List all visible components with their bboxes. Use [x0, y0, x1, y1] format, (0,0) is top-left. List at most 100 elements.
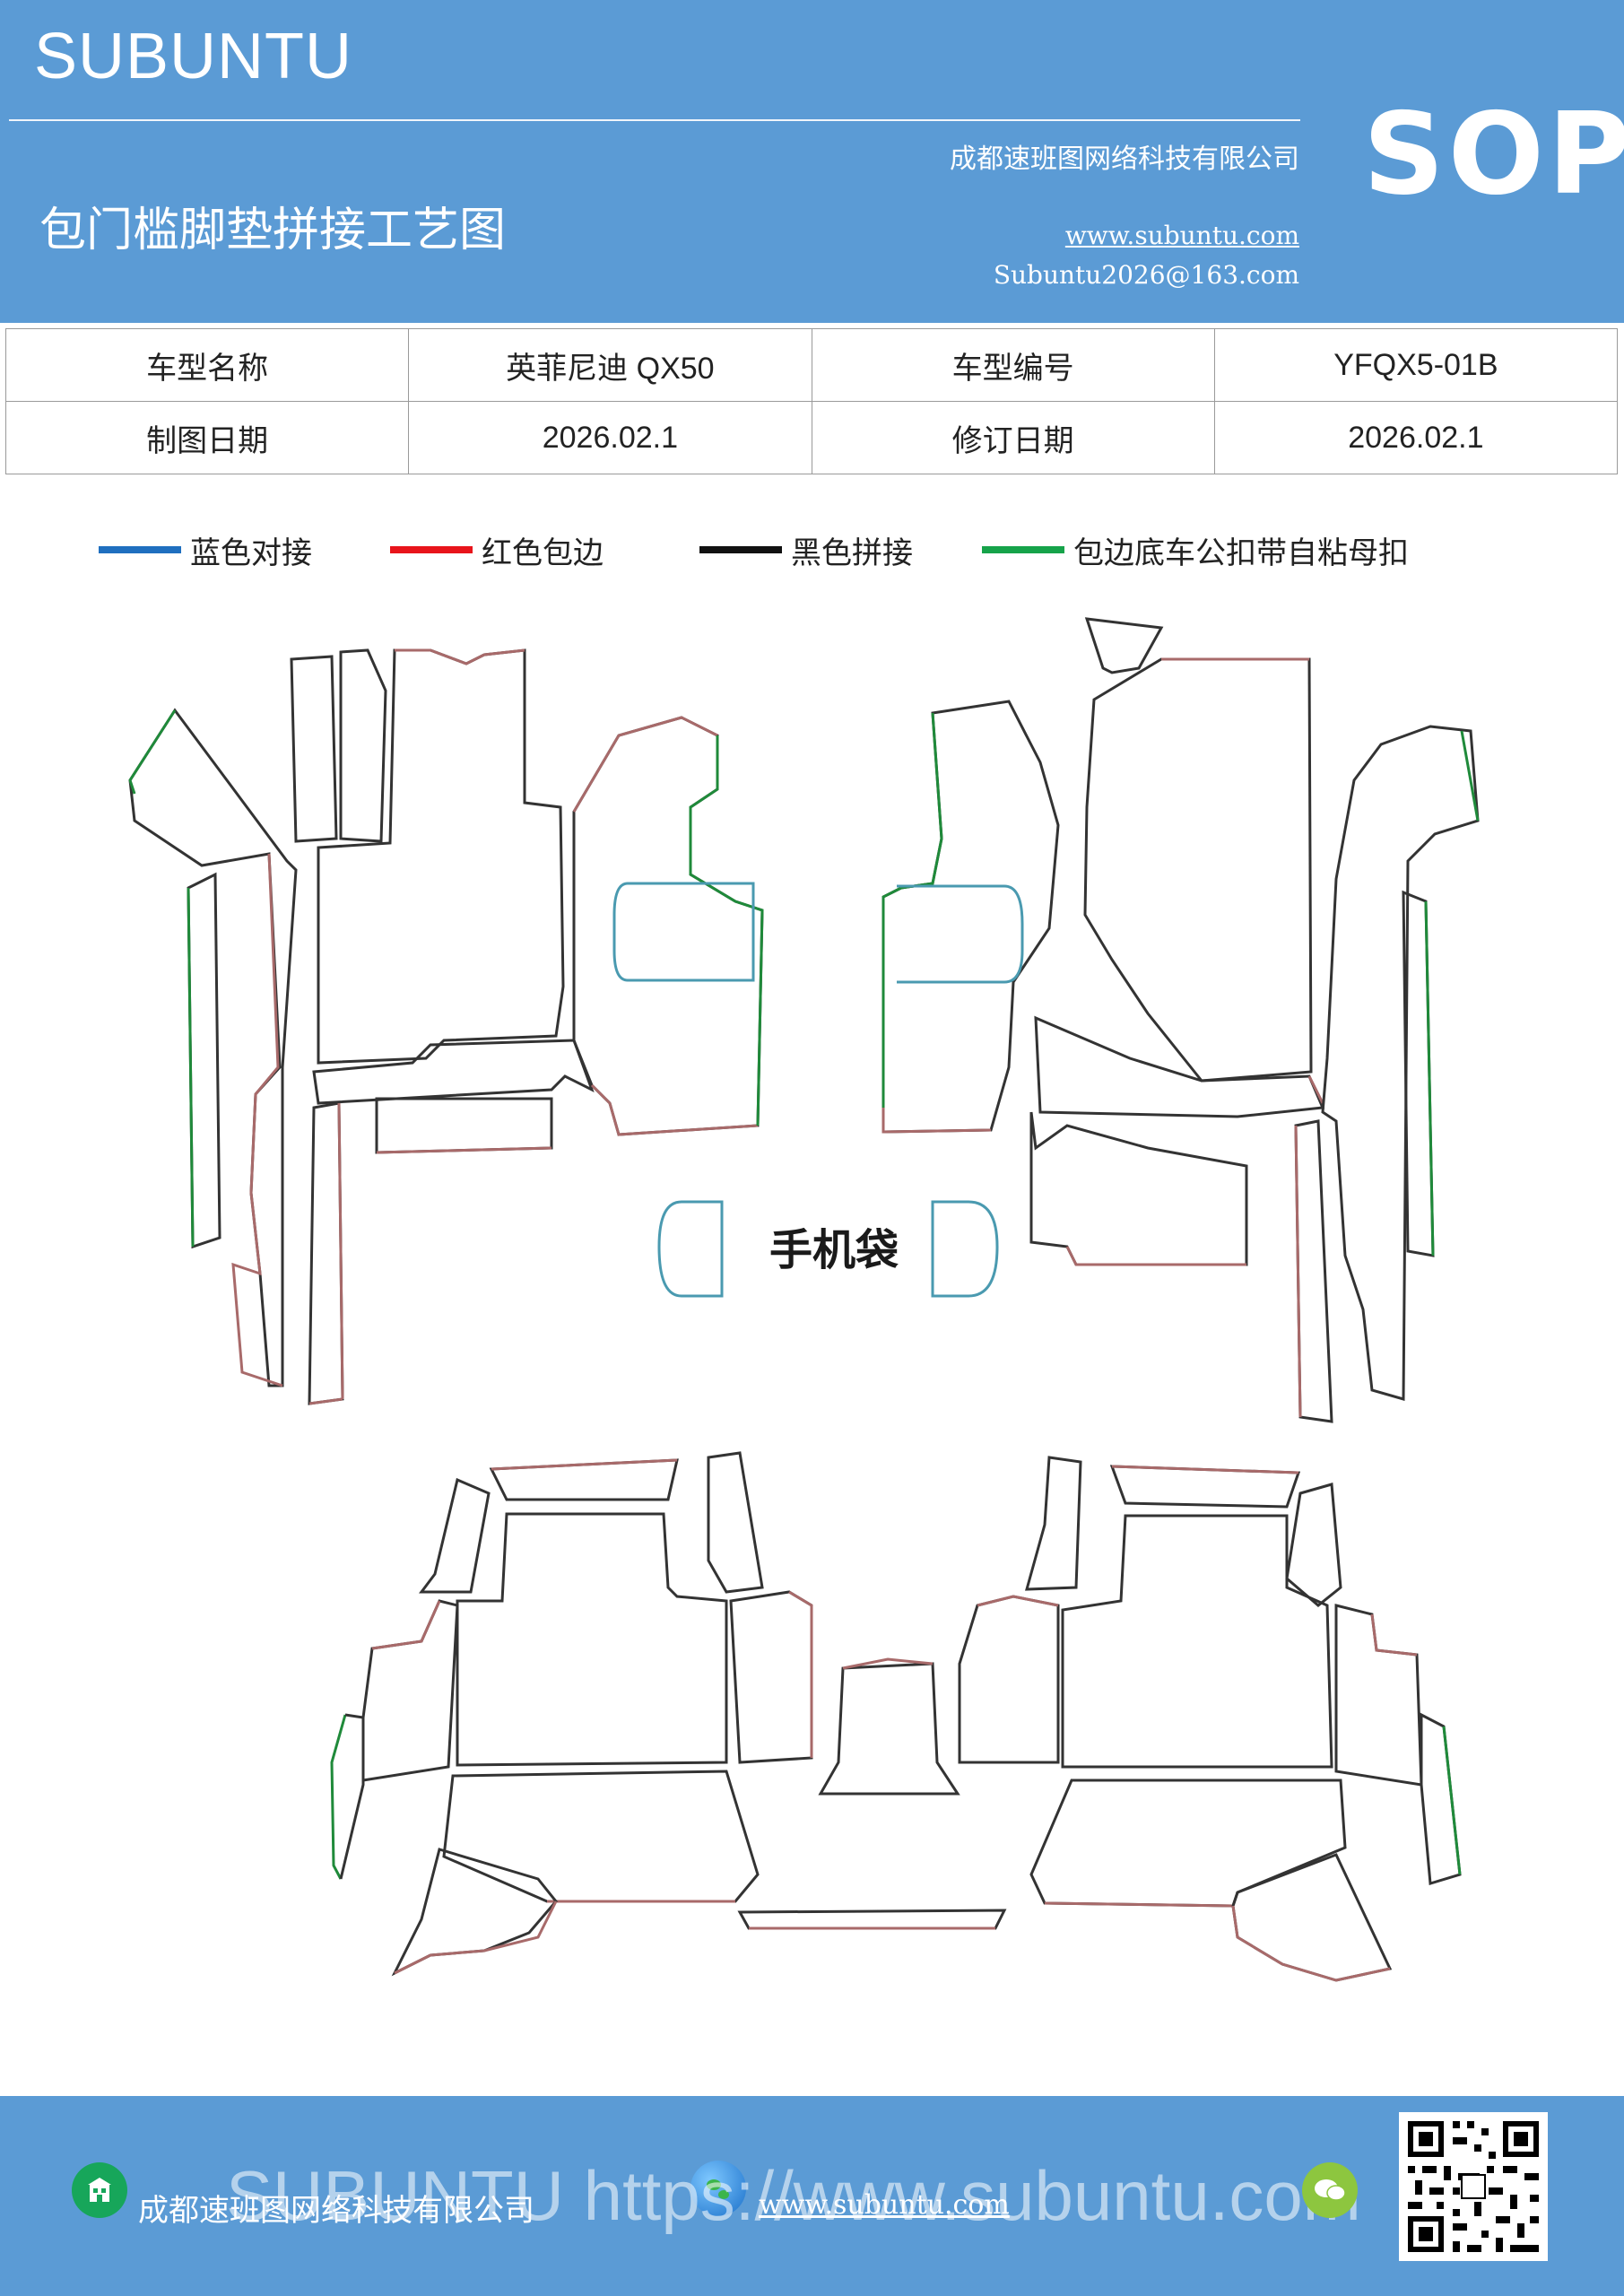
brand-name: SUBUNTU	[34, 21, 353, 92]
front-left-narrow-1	[290, 655, 338, 843]
rear-right-left-strip	[1025, 1456, 1082, 1591]
footer-watermark: SUBUNTU https://www.subuntu.com	[226, 2156, 1361, 2235]
rear-right-side-flap	[1334, 1604, 1423, 1787]
rear-left-lower-mat	[442, 1770, 760, 1903]
footer-banner: 成都速班图网络科技有限公司 www.subuntu.com SUBUNTU ht…	[0, 2096, 1624, 2296]
vehicle-name-value: 英菲尼迪 QX50	[408, 328, 812, 402]
rear-left-pad	[729, 1590, 813, 1764]
rear-left-side-green	[330, 1714, 347, 1880]
front-right-seat-mat	[881, 700, 1060, 1134]
legend-swatch	[982, 546, 1064, 553]
front-left-pillar-green-edge	[128, 709, 177, 795]
phone-bag-right	[931, 1200, 999, 1298]
qr-code-icon	[1399, 2112, 1548, 2261]
front-left-pad-red	[376, 1146, 552, 1154]
center-tunnel-mat	[818, 1662, 960, 1796]
globe-icon	[690, 2161, 746, 2216]
draw-date-label: 制图日期	[4, 401, 410, 474]
front-left-strip-outer	[231, 853, 283, 1387]
front-right-lower-mat	[1029, 1111, 1248, 1266]
vehicle-name-label: 车型名称	[4, 328, 410, 402]
rear-right-side-strip	[1420, 1712, 1462, 1885]
website-link[interactable]: www.subuntu.com	[1064, 221, 1299, 250]
rear-left-side-strip	[339, 1713, 365, 1880]
globe-icon-glyph	[707, 2179, 729, 2199]
vehicle-code-label: 车型编号	[811, 328, 1215, 402]
front-left-seat-mat-green	[689, 735, 764, 1126]
legend-swatch	[699, 546, 782, 553]
draw-date-value: 2026.02.1	[408, 401, 812, 474]
qr-code-pattern	[1408, 2121, 1539, 2252]
rear-left-foot-red	[394, 1900, 558, 1975]
rear-right-pad-red	[977, 1595, 1059, 1607]
wechat-icon-glyph	[1315, 2179, 1346, 2201]
revision-date-value: 2026.02.1	[1213, 401, 1619, 474]
company-name: 成都速班图网络科技有限公司	[950, 144, 1299, 175]
center-bottom-strip	[737, 1909, 1007, 1930]
header-divider	[9, 119, 1300, 121]
rear-left-seat-mat	[456, 1512, 728, 1767]
table-row: 制图日期 2026.02.1 修订日期 2026.02.1	[4, 401, 1619, 474]
wechat-icon	[1302, 2162, 1358, 2218]
rear-right-side-green	[1442, 1726, 1462, 1875]
vehicle-code-value: YFQX5-01B	[1213, 328, 1619, 402]
front-right-pad-blue	[897, 884, 1024, 984]
legend-item-red: 红色包边	[390, 527, 604, 572]
legend-label: 蓝色对接	[190, 535, 312, 571]
rear-left-top-trapezoid	[489, 1458, 679, 1501]
rear-right-foot-red	[1231, 1905, 1391, 1982]
rear-left-corner-strip	[419, 1477, 491, 1594]
info-table: 车型名称 英菲尼迪 QX50 车型编号 YFQX5-01B 制图日期 2026.…	[4, 328, 1619, 474]
rear-left-side-flap-red	[371, 1600, 441, 1650]
front-right-long-strip-green	[1424, 900, 1435, 1257]
front-left-pillar-piece	[128, 708, 298, 1387]
table-row: 车型名称 英菲尼迪 QX50 车型编号 YFQX5-01B	[4, 328, 1619, 402]
front-left-thin-strip-red	[308, 1102, 344, 1405]
building-icon-glyph	[88, 2178, 111, 2202]
rear-left-right-strip	[707, 1451, 764, 1594]
rear-right-seat-mat	[1061, 1514, 1333, 1769]
rear-right-top-red	[1111, 1465, 1299, 1474]
front-left-main-mat	[317, 648, 565, 1065]
front-right-pillar-piece	[1321, 725, 1480, 1401]
legend-swatch	[99, 546, 181, 553]
front-right-seat-mat-red	[881, 1108, 992, 1134]
phone-bag-label: 手机袋	[769, 1225, 899, 1275]
rear-left-side-flap	[361, 1599, 459, 1782]
front-left-pad-blue	[612, 882, 755, 982]
front-right-step	[1034, 1015, 1325, 1118]
front-left-seat-mat-red	[572, 716, 759, 1136]
front-right-main-mat	[1083, 657, 1313, 1083]
rear-right-foot-piece	[1231, 1853, 1393, 1982]
rear-right-corner-strip	[1285, 1483, 1342, 1607]
legend-item-green: 包边底车公扣带自粘母扣	[982, 527, 1409, 572]
legend-item-blue: 蓝色对接	[99, 527, 312, 572]
center-tunnel-red	[842, 1657, 934, 1670]
legend-label: 包边底车公扣带自粘母扣	[1073, 535, 1409, 571]
front-left-long-strip-green	[187, 887, 195, 1248]
legend-label: 红色包边	[482, 535, 604, 571]
sop-label: SOP	[1363, 88, 1624, 220]
rear-right-lower-red	[1044, 1901, 1234, 1908]
rear-right-lower-mat	[1029, 1779, 1347, 1908]
front-left-main-top-red	[395, 648, 525, 665]
header-banner: SUBUNTU 成都速班图网络科技有限公司 SOP 包门槛脚垫拼接工艺图 www…	[0, 0, 1624, 323]
front-right-top-wedge	[1084, 617, 1164, 674]
legend-swatch	[390, 546, 473, 553]
front-right-thin-strip-red	[1294, 1125, 1302, 1418]
front-left-thin-strip	[308, 1101, 344, 1405]
rear-left-pad-red	[788, 1590, 813, 1758]
floor-mat-diagram: 手机袋	[128, 617, 1480, 1982]
legend-label: 黑色拼接	[791, 535, 913, 571]
phone-bag-left	[657, 1200, 724, 1298]
rear-right-side-red	[1370, 1613, 1418, 1657]
front-left-pad	[375, 1097, 553, 1154]
front-right-lower-mat-red	[1065, 1246, 1246, 1266]
front-right-pillar-green	[1460, 730, 1480, 822]
footer-website-link[interactable]: www.subuntu.com	[759, 2189, 1010, 2221]
front-right-step-red	[1307, 1075, 1324, 1104]
front-left-seat-mat	[572, 716, 764, 1136]
building-icon	[72, 2162, 127, 2218]
front-right-seat-mat-green	[881, 712, 943, 1108]
front-right-thin-strip	[1294, 1119, 1333, 1423]
